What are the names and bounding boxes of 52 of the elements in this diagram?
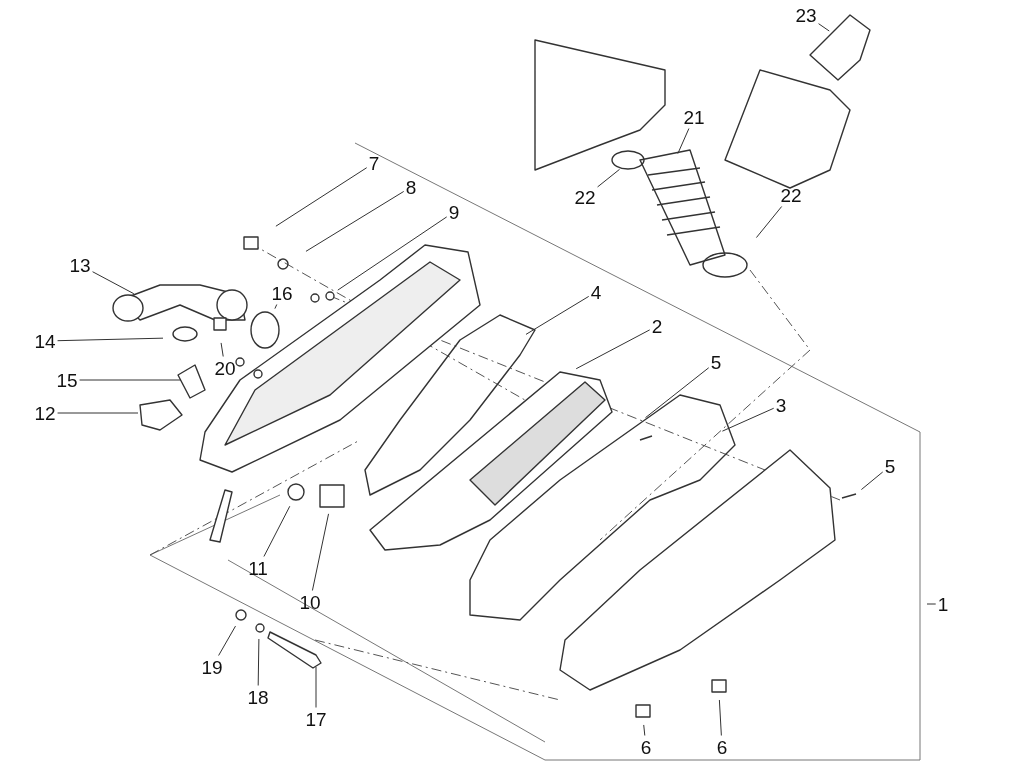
- callout-number: 16: [271, 283, 293, 303]
- callout-number: 17: [305, 709, 327, 729]
- leader-line: [860, 471, 884, 491]
- leader-line: [315, 666, 317, 708]
- callout-number: 10: [299, 592, 321, 612]
- callout-number: 1: [937, 594, 949, 614]
- callout-number: 6: [640, 737, 652, 757]
- leader-line: [645, 367, 710, 419]
- leader-line: [926, 603, 937, 605]
- leader-line: [57, 412, 139, 414]
- leader-line: [721, 407, 775, 432]
- callout-number: 13: [69, 255, 91, 275]
- leader-line: [92, 271, 135, 295]
- leader-line: [718, 699, 722, 736]
- callout-number: 12: [34, 403, 56, 423]
- leader-line: [755, 206, 783, 239]
- leader-line: [305, 190, 405, 252]
- callout-number: 15: [56, 370, 78, 390]
- callout-number: 5: [884, 456, 896, 476]
- callout-number: 8: [405, 177, 417, 197]
- callout-number: 22: [780, 185, 802, 205]
- callout-number: 21: [683, 107, 705, 127]
- leader-line: [257, 638, 260, 686]
- callout-number: 14: [34, 331, 56, 351]
- leader-line: [218, 625, 236, 656]
- leader-line: [311, 513, 330, 591]
- leader-line: [220, 342, 224, 357]
- leader-line: [643, 724, 646, 736]
- callout-number: 11: [248, 558, 268, 578]
- leader-line: [677, 128, 690, 155]
- leader-line: [337, 216, 448, 291]
- callout-number: 5: [710, 352, 722, 372]
- callout-number: 18: [247, 687, 269, 707]
- callout-number: 2: [651, 316, 663, 336]
- callout-number: 9: [448, 202, 460, 222]
- leader-line: [57, 337, 164, 342]
- leader-line: [275, 167, 368, 227]
- callout-number: 20: [214, 358, 236, 378]
- leader-line: [818, 23, 830, 32]
- leader-line: [525, 295, 590, 335]
- callout-number: 23: [795, 5, 817, 25]
- leader-line: [575, 329, 651, 370]
- callout-number: 6: [716, 737, 728, 757]
- callout-number: 4: [590, 282, 602, 302]
- leader-line: [274, 304, 278, 310]
- callout-number: 22: [574, 187, 596, 207]
- callout-number: 7: [368, 153, 380, 173]
- leader-line: [79, 379, 182, 381]
- leader-line: [263, 505, 291, 557]
- callout-number: 19: [201, 657, 223, 677]
- leader-line: [597, 168, 621, 188]
- callout-number: 3: [775, 395, 787, 415]
